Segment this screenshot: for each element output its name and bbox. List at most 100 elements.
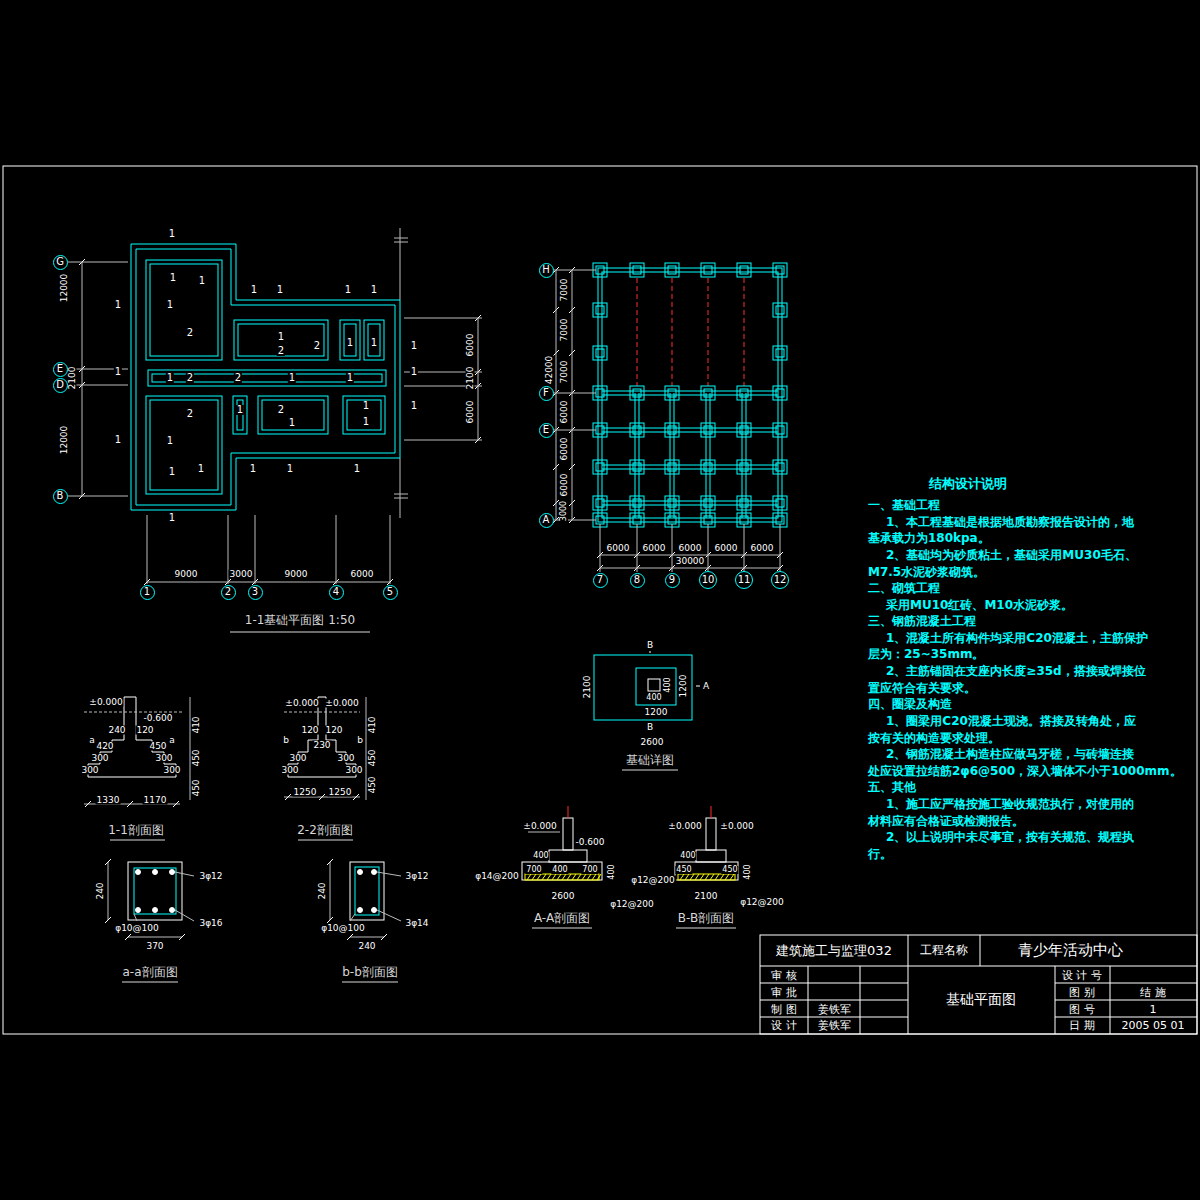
column-pad [740, 463, 748, 471]
column-pad [593, 346, 607, 360]
annotation-text: 6000 [560, 400, 569, 425]
leader-line [377, 910, 401, 921]
annotation-text: 400 [645, 694, 662, 702]
dimension-line [556, 270, 557, 520]
title-underline [298, 840, 353, 841]
column-pad [630, 423, 644, 437]
annotation-text: B [646, 641, 654, 650]
annotation-text: 12000 [60, 425, 69, 456]
hatch-line [542, 874, 546, 880]
annotation-text: 6000 [678, 544, 703, 553]
annotation-text: φ12@200 [739, 898, 785, 907]
annotation-text: ±0.000 [522, 822, 557, 831]
design-note: 1、本工程基础是根据地质勘察报告设计的，地 [885, 516, 1135, 528]
column-pad [593, 460, 607, 474]
annotation-text: 120 [324, 726, 343, 735]
column-pad [776, 516, 784, 524]
hatch-band [678, 874, 735, 880]
axis-label: D [56, 380, 64, 390]
design-note: 二、砌筑工程 [867, 582, 941, 594]
annotation-text: 3φ16 [198, 919, 223, 928]
annotation-text: 1200 [679, 674, 688, 699]
wall-footing [344, 324, 356, 356]
column-pad [704, 499, 712, 507]
extension-line [390, 515, 391, 584]
extension-line [672, 524, 673, 572]
axis-label: E [57, 364, 63, 374]
axis-label: 12 [774, 575, 787, 585]
break-line [400, 228, 401, 300]
annotation-text: 2 [186, 373, 194, 383]
extension-line [147, 515, 148, 584]
title-underline [676, 928, 736, 929]
table-line [760, 983, 908, 984]
annotation-text: 图 号 [1068, 1004, 1096, 1015]
footing-section [522, 862, 602, 880]
annotation-text: 450 [368, 748, 377, 767]
hatch-line [715, 874, 719, 880]
table-line [1110, 966, 1111, 1034]
footing-plan [636, 668, 676, 705]
annotation-text: 基础详图 [625, 754, 675, 766]
annotation-text: 300 [80, 766, 99, 775]
grid-footing [602, 469, 778, 470]
column-pad [737, 423, 751, 437]
axis-mark [711, 806, 712, 818]
column-pad [668, 499, 676, 507]
dimension-line [600, 568, 780, 569]
column-pad [701, 386, 715, 400]
wall-footing [234, 320, 328, 360]
ground-line [84, 712, 182, 713]
axis-label: 3 [252, 587, 258, 597]
dimension-line [366, 697, 367, 800]
hatch-line [700, 874, 704, 880]
axis-label: 9 [669, 575, 675, 585]
leader-line [350, 914, 355, 921]
extension-line [554, 430, 596, 431]
extension-line [637, 524, 638, 572]
leader-line [175, 872, 194, 876]
annotation-text: 1 [168, 513, 176, 523]
column-pad [773, 460, 787, 474]
dimension-tick [319, 794, 325, 800]
annotation-text: 400 [608, 863, 616, 880]
annotation-text: 6000 [714, 544, 739, 553]
hatch-line [547, 874, 551, 880]
annotation-text: 300 [90, 754, 109, 763]
design-note: 1、混凝土所有构件均采用C20混凝土，主筋保护 [885, 632, 1149, 644]
annotation-text: 1 [370, 285, 378, 295]
axis-bubble: 2 [221, 585, 236, 600]
annotation-text: 300 [162, 766, 181, 775]
annotation-text: -0.600 [142, 714, 173, 723]
title-block [760, 935, 1197, 1034]
annotation-text: 1 [344, 285, 352, 295]
grid-footing [598, 268, 782, 522]
annotation-text: 7000 [560, 278, 569, 303]
extension-line [404, 318, 482, 319]
beam-line [672, 278, 673, 386]
annotation-text: 1 [168, 467, 176, 477]
dimension-tick [173, 801, 179, 807]
annotation-text: φ10@100 [114, 924, 160, 933]
annotation-text: a [88, 736, 96, 745]
annotation-text: 7000 [560, 360, 569, 385]
annotation-text: 1 [276, 285, 284, 295]
column-pad [596, 389, 604, 397]
hatch-line [690, 874, 694, 880]
axis-bubble: G [53, 255, 68, 270]
column-pad [776, 349, 784, 357]
rebar-dot [358, 870, 363, 875]
annotation-text: 450 [675, 866, 692, 874]
extension-line [554, 270, 596, 271]
axis-label: G [56, 257, 64, 267]
annotation-text: 120 [300, 726, 319, 735]
hatch-line [710, 874, 714, 880]
leader-line [175, 910, 194, 921]
dimension-line [190, 697, 191, 800]
annotation-text: 7000 [560, 318, 569, 343]
annotation-text: 6000 [606, 544, 631, 553]
column-pad [776, 426, 784, 434]
column-pad [593, 303, 607, 317]
annotation-text: 1-1剖面图 [107, 824, 165, 836]
column-pad [773, 423, 787, 437]
